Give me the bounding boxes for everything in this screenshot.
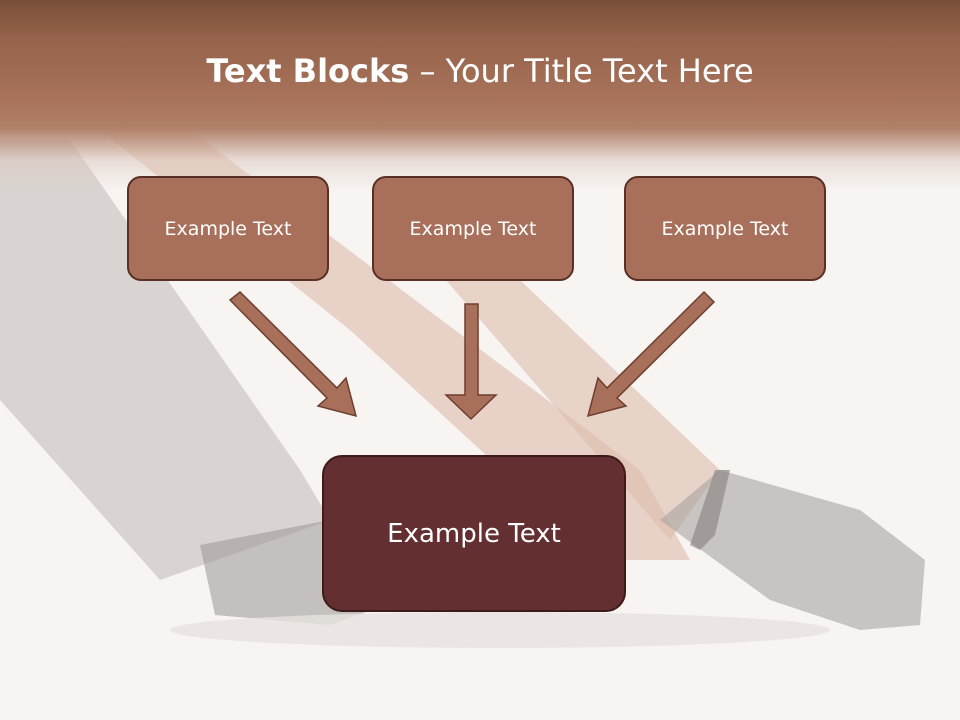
right-shoe-shape — [660, 470, 925, 630]
trouser-leg-shadow — [20, 150, 230, 470]
arrow-left — [228, 290, 358, 418]
floor-shadow — [170, 612, 830, 648]
header-band — [0, 0, 960, 190]
text-block-left-label: Example Text — [164, 217, 292, 240]
text-block-middle: Example Text — [372, 176, 574, 281]
leg-shape-lower — [420, 250, 720, 540]
text-block-main-label: Example Text — [387, 518, 561, 549]
arrow-right — [586, 290, 716, 418]
title-rest-part: – Your Title Text Here — [409, 52, 754, 90]
text-block-main: Example Text — [322, 455, 626, 612]
shoe-strap — [690, 470, 730, 550]
title-bold-part: Text Blocks — [206, 52, 410, 90]
text-block-left: Example Text — [127, 176, 329, 281]
arrow-middle — [444, 303, 498, 421]
slide-title: Text Blocks – Your Title Text Here — [0, 52, 960, 90]
text-block-right-label: Example Text — [661, 217, 789, 240]
text-block-middle-label: Example Text — [409, 217, 537, 240]
text-block-right: Example Text — [624, 176, 826, 281]
